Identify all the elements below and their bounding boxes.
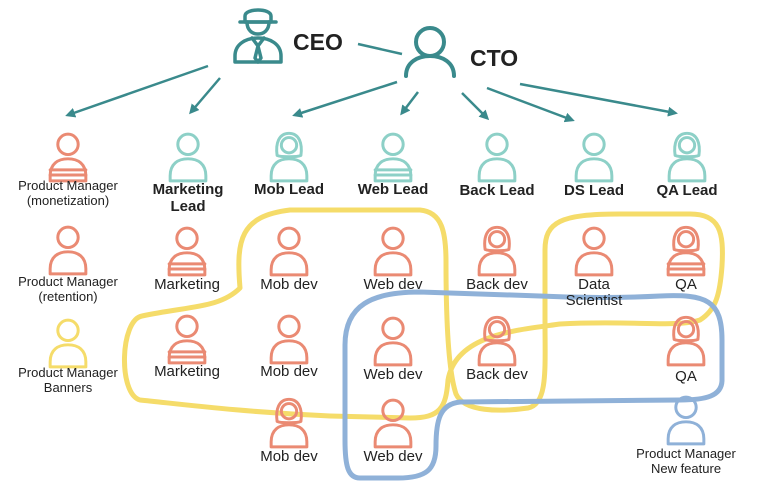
web-dev-1-icon: [373, 226, 413, 277]
qa-lead-label: QA Lead: [656, 182, 717, 199]
pm-retention-label-line: Product Manager: [18, 274, 118, 289]
web-dev-2-label: Web dev: [364, 366, 423, 383]
reporting-arrows: [65, 42, 678, 123]
back-dev-1-label: Back dev: [466, 276, 528, 293]
back-dev-1-label-line: Back dev: [466, 276, 528, 293]
web-dev-2-icon: [373, 316, 413, 367]
pm-banners-label-line: Product Manager: [18, 365, 118, 380]
marketing-lead-icon: [168, 132, 208, 183]
squad-outlines: [122, 207, 725, 481]
data-scientist-label-line: Data: [578, 276, 610, 293]
pm-new-feature-label-line: Product Manager: [636, 446, 736, 461]
marketing-1-icon: [167, 226, 207, 277]
squad-outline-banners: [122, 207, 725, 421]
mob-dev-1-label-line: Mob dev: [260, 276, 318, 293]
mob-lead-label-line: Mob Lead: [254, 181, 324, 198]
data-scientist-label-line: Scientist: [566, 292, 624, 309]
web-lead-icon: [373, 132, 413, 183]
data-scientist-icon: [574, 226, 614, 277]
back-lead-label: Back Lead: [459, 182, 534, 199]
mob-dev-1-icon: [269, 226, 309, 277]
qa-1-label: QA: [675, 276, 697, 293]
pm-new-feature-icon: [666, 395, 706, 446]
web-dev-3-label: Web dev: [364, 448, 423, 465]
mob-lead-icon: [269, 131, 309, 183]
ceo-icon: [233, 8, 283, 64]
pm-banners-icon: [48, 318, 88, 369]
web-dev-2-label-line: Web dev: [364, 366, 423, 383]
web-lead-label: Web Lead: [358, 181, 429, 198]
marketing-1-label: Marketing: [154, 276, 220, 293]
back-lead-label-line: Back Lead: [459, 182, 534, 199]
qa-lead-label-line: QA Lead: [656, 182, 717, 199]
pm-monetization-label: Product Manager(monetization): [18, 178, 118, 208]
marketing-lead-label-line: Marketing: [153, 181, 224, 198]
back-dev-2-label: Back dev: [466, 366, 528, 383]
squad-outline-new-feature: [342, 289, 725, 481]
marketing-2-icon: [167, 314, 207, 365]
web-lead-label-line: Web Lead: [358, 181, 429, 198]
pm-monetization-label-line: Product Manager: [18, 178, 118, 193]
mob-dev-3-icon: [269, 397, 309, 449]
web-dev-1-label: Web dev: [364, 276, 423, 293]
pm-monetization-label-line: (monetization): [27, 193, 109, 208]
back-dev-1-icon: [477, 225, 517, 277]
back-dev-2-label-line: Back dev: [466, 366, 528, 383]
pm-retention-label: Product Manager(retention): [18, 274, 118, 304]
ceo-to-marketing-lead-arrow: [189, 77, 221, 115]
pm-banners-label-line: Banners: [44, 380, 93, 395]
ds-lead-icon: [574, 132, 614, 183]
pm-retention-label-line: (retention): [38, 289, 97, 304]
mob-dev-1-label: Mob dev: [260, 276, 318, 293]
mob-dev-2-label: Mob dev: [260, 363, 318, 380]
pm-retention-icon: [48, 225, 88, 276]
web-dev-3-icon: [373, 398, 413, 449]
cto-to-mob-lead-arrow: [292, 80, 398, 118]
cto-icon: [404, 26, 456, 78]
mob-dev-2-label-line: Mob dev: [260, 363, 318, 380]
pm-monetization-icon: [48, 132, 88, 183]
qa-2-icon: [666, 315, 706, 367]
web-dev-1-label-line: Web dev: [364, 276, 423, 293]
mob-dev-3-label-line: Mob dev: [260, 448, 318, 465]
ceo-to-pm-monetization-arrow: [65, 64, 209, 118]
qa-1-icon: [666, 225, 706, 277]
ds-lead-label-line: DS Lead: [564, 182, 624, 199]
mob-dev-3-label: Mob dev: [260, 448, 318, 465]
cto-to-web-lead-arrow: [400, 91, 419, 116]
pm-new-feature-label-line: New feature: [651, 461, 721, 476]
ceo-title: CEO: [293, 29, 343, 55]
cto-to-ds-lead-arrow: [486, 86, 575, 123]
marketing-lead-label-line: Lead: [170, 198, 205, 215]
back-dev-2-icon: [477, 315, 517, 367]
marketing-2-label: Marketing: [154, 363, 220, 380]
mob-lead-label: Mob Lead: [254, 181, 324, 198]
ds-lead-label: DS Lead: [564, 182, 624, 199]
back-lead-icon: [477, 132, 517, 183]
qa-2-label-line: QA: [675, 368, 697, 385]
qa-lead-icon: [667, 131, 707, 183]
ceo-cto-link-arrow: [357, 42, 403, 56]
cto-title: CTO: [470, 45, 518, 71]
marketing-2-label-line: Marketing: [154, 363, 220, 380]
cto-to-qa-lead-arrow: [519, 82, 678, 117]
qa-2-label: QA: [675, 368, 697, 385]
mob-dev-2-icon: [269, 314, 309, 365]
marketing-1-label-line: Marketing: [154, 276, 220, 293]
cto-to-back-lead-arrow: [461, 92, 490, 121]
qa-1-label-line: QA: [675, 276, 697, 293]
web-dev-3-label-line: Web dev: [364, 448, 423, 465]
